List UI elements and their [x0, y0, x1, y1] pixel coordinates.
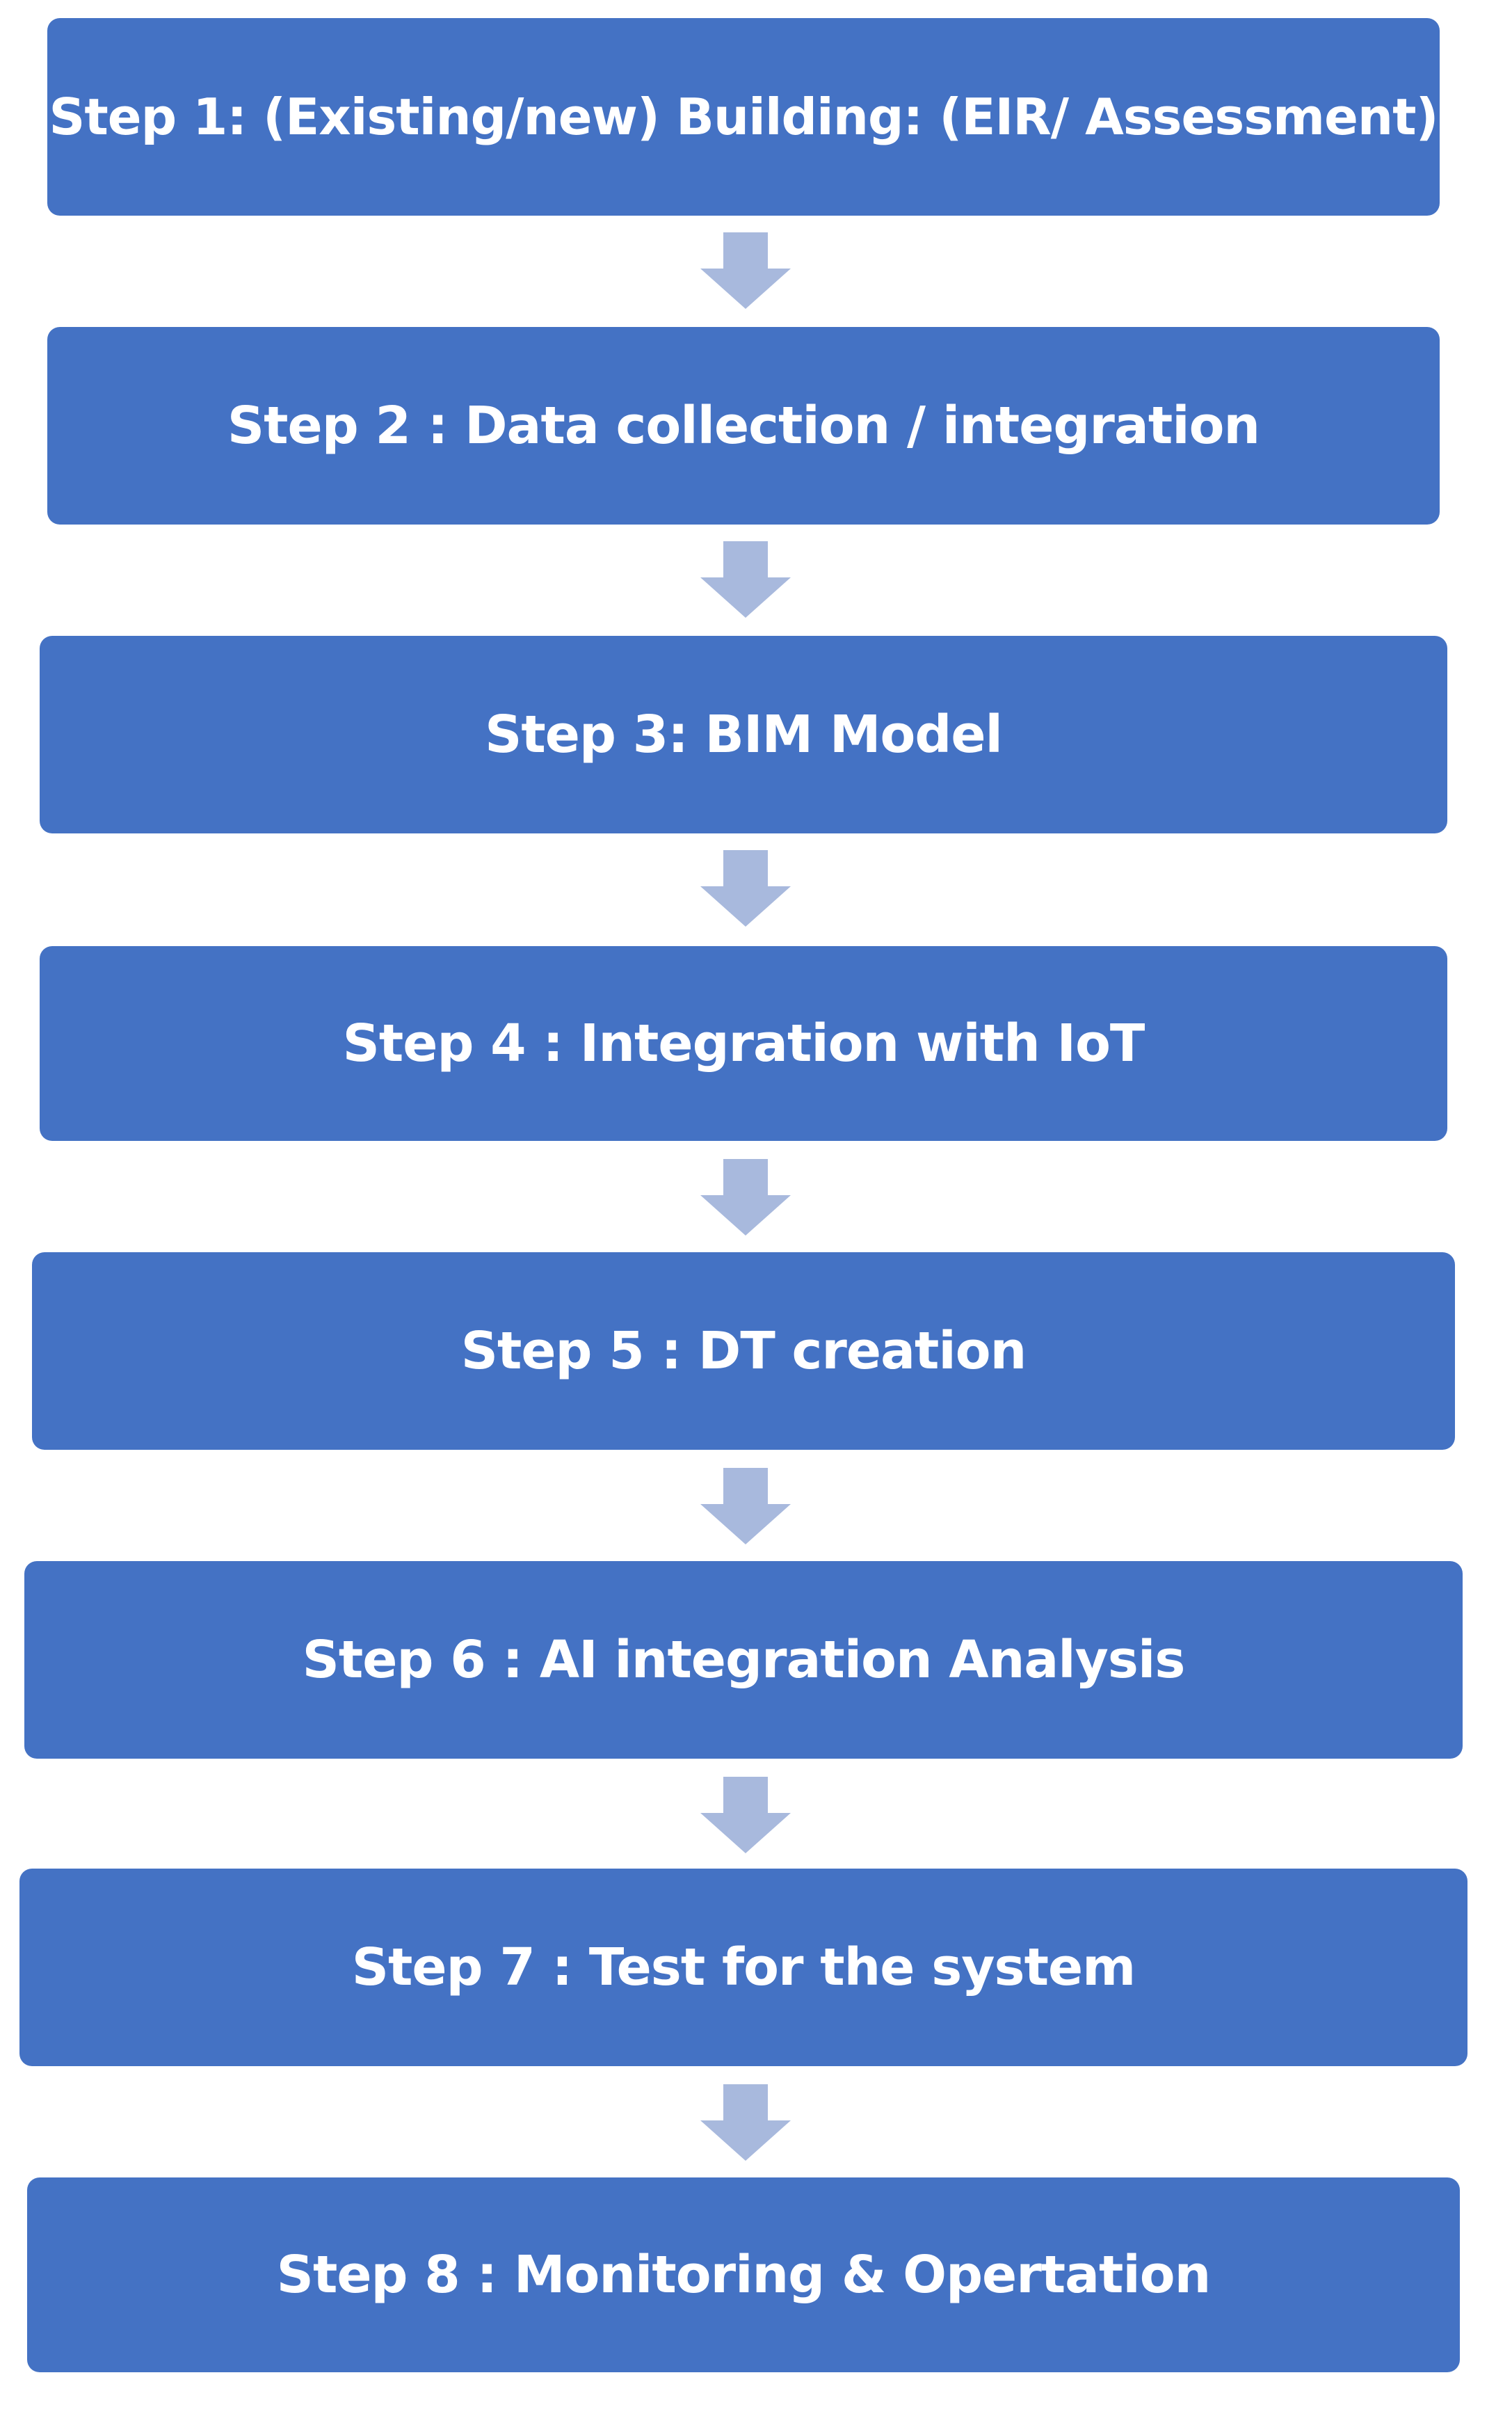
- step-6-label: Step 6 : AI integration Analysis: [302, 1630, 1186, 1690]
- down-arrow-icon: [700, 850, 791, 927]
- step-2-label: Step 2 : Data collection / integration: [227, 396, 1260, 456]
- down-arrow-icon: [700, 1468, 791, 1544]
- down-arrow-icon: [700, 541, 791, 618]
- step-4-label: Step 4 : Integration with IoT: [342, 1014, 1145, 1073]
- down-arrow-icon: [700, 1777, 791, 1853]
- down-arrow-icon: [700, 2084, 791, 2161]
- step-1-label: Step 1: (Existing/new) Building: (EIR/ A…: [49, 88, 1439, 146]
- down-arrow-icon: [700, 232, 791, 309]
- step-1-box: Step 1: (Existing/new) Building: (EIR/ A…: [47, 18, 1440, 216]
- step-6-box: Step 6 : AI integration Analysis: [24, 1561, 1463, 1759]
- step-8-label: Step 8 : Monitoring & Opertation: [276, 2245, 1212, 2305]
- step-3-box: Step 3: BIM Model: [40, 636, 1447, 833]
- step-2-box: Step 2 : Data collection / integration: [47, 327, 1440, 525]
- step-3-label: Step 3: BIM Model: [485, 705, 1003, 765]
- down-arrow-icon: [700, 1159, 791, 1236]
- step-8-box: Step 8 : Monitoring & Opertation: [27, 2177, 1460, 2372]
- step-5-label: Step 5 : DT creation: [460, 1321, 1027, 1381]
- step-4-box: Step 4 : Integration with IoT: [40, 946, 1447, 1141]
- step-7-box: Step 7 : Test for the system: [19, 1869, 1467, 2066]
- step-5-box: Step 5 : DT creation: [32, 1252, 1455, 1450]
- step-7-label: Step 7 : Test for the system: [351, 1937, 1136, 1997]
